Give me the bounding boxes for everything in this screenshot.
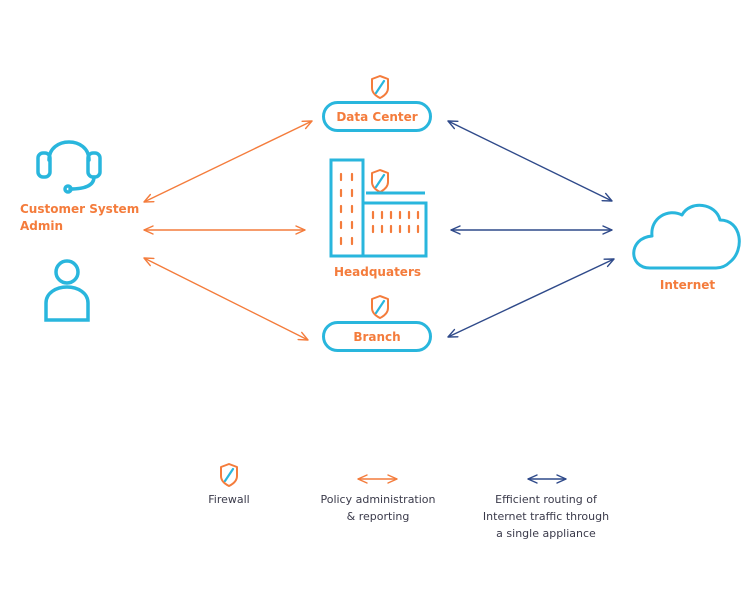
headset-icon bbox=[36, 140, 102, 194]
legend-routing-arrow bbox=[527, 474, 567, 484]
legend-policy-arrow bbox=[357, 474, 398, 484]
legend-firewall-label: Firewall bbox=[208, 493, 250, 506]
policy-link-branch bbox=[143, 257, 309, 341]
policy-link-datacenter bbox=[143, 120, 313, 203]
firewall-icon bbox=[370, 294, 390, 320]
internet-label: Internet bbox=[659, 278, 716, 292]
data-center-node[interactable]: Data Center bbox=[322, 101, 432, 132]
user-icon bbox=[44, 259, 90, 322]
routing-link-datacenter bbox=[447, 120, 613, 202]
admin-label: Customer System Admin bbox=[20, 202, 140, 233]
firewall-icon bbox=[219, 462, 239, 488]
firewall-icon bbox=[370, 74, 390, 100]
building-icon bbox=[329, 158, 428, 258]
legend-routing-label: Efficient routing of Internet traffic th… bbox=[482, 493, 610, 540]
branch-node[interactable]: Branch bbox=[322, 321, 432, 352]
routing-link-branch bbox=[447, 258, 615, 338]
cloud-icon bbox=[632, 204, 741, 270]
policy-connectors bbox=[143, 120, 313, 341]
data-center-label: Data Center bbox=[336, 109, 418, 124]
firewall-icon bbox=[370, 168, 390, 194]
routing-connectors bbox=[447, 120, 615, 338]
branch-label: Branch bbox=[353, 329, 401, 344]
legend-policy-label: Policy administration & reporting bbox=[320, 493, 436, 523]
headquarters-label: Headquaters bbox=[333, 265, 422, 279]
